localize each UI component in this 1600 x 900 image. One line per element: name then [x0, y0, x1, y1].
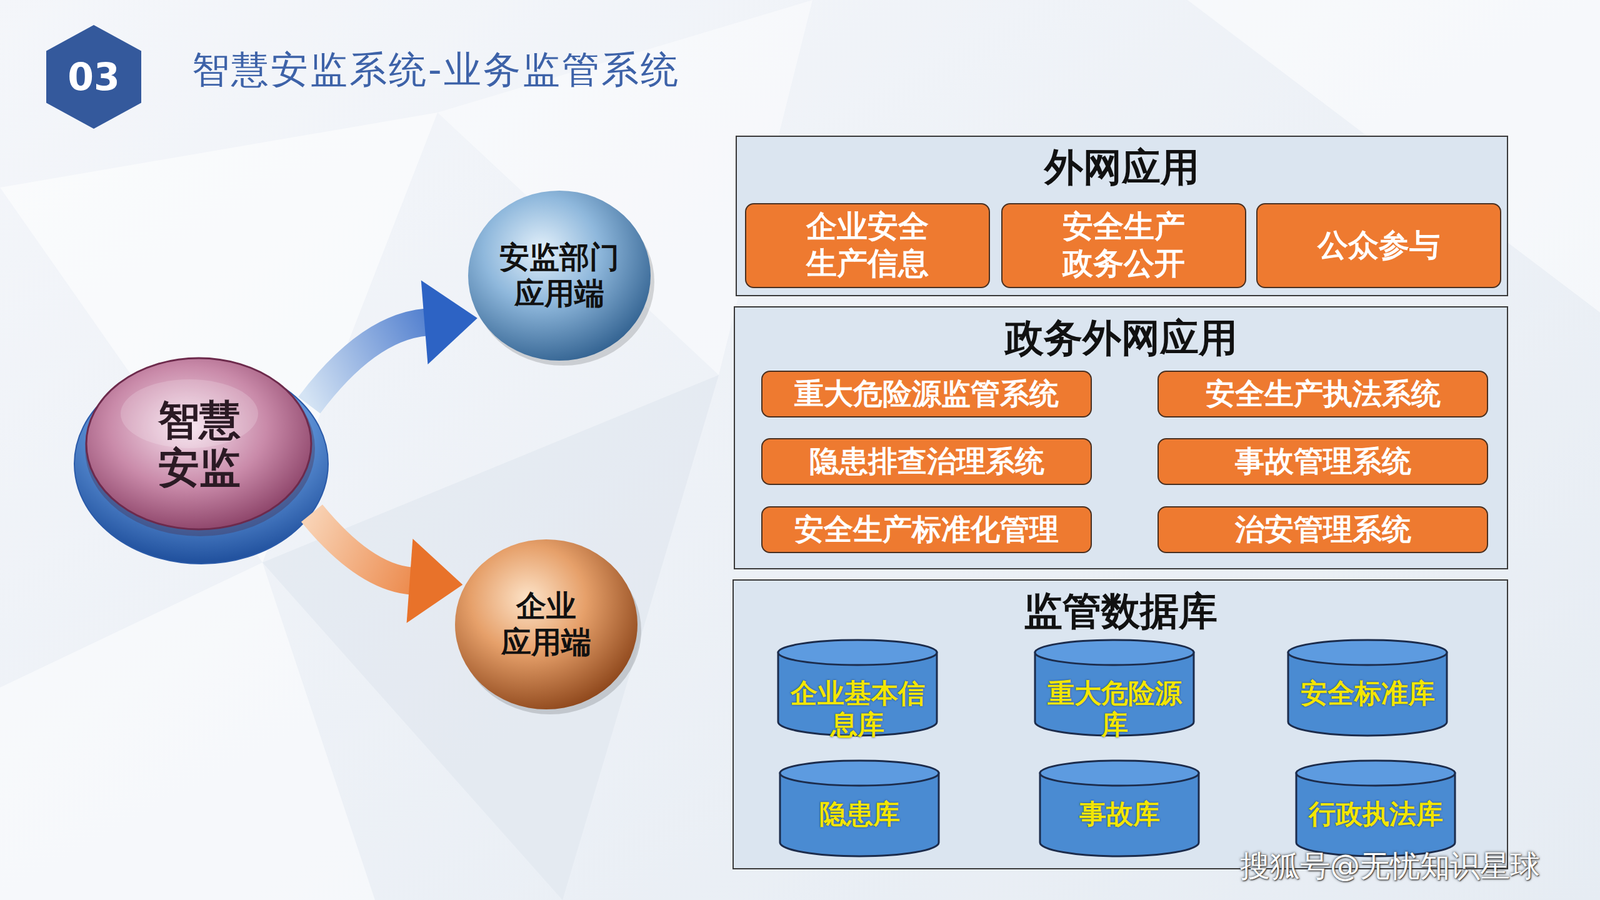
panel-heading: 政务外网应用 [735, 315, 1507, 362]
system-box: 事故管理系统 [1157, 438, 1489, 485]
box-label: 隐患排查治理系统 [770, 443, 1083, 479]
section-number: 03 [67, 58, 120, 96]
background-facet [0, 112, 438, 563]
client-label: 安监部门 应用端 [487, 239, 632, 312]
arrow-head [406, 538, 464, 624]
system-box: 安全生产执法系统 [1157, 370, 1489, 418]
cylinder-top [1288, 640, 1447, 665]
database-cylinder: 安全标准库 [1286, 638, 1449, 736]
background-facet [0, 562, 375, 900]
layer-panel: 外网应用企业安全 生产信息安全生产 政务公开公众参与 [735, 135, 1509, 297]
badge-holder: 03 [46, 25, 142, 129]
box-label: 重大危险源监管系统 [770, 376, 1083, 412]
app-box: 公众参与 [1256, 203, 1502, 289]
app-box: 安全生产 政务公开 [1001, 203, 1247, 289]
box-label: 治安管理系统 [1166, 511, 1479, 547]
section-badge: 03 [46, 25, 142, 129]
box-label: 安全生产标准化管理 [770, 511, 1083, 547]
layer-panel: 政务外网应用重大危险源监管系统 安全生产执法系统隐患排查治理系统 事故管理系统安全生… [733, 306, 1509, 570]
database-cylinder: 事故库 [1038, 759, 1200, 857]
box-label: 安全生产 政务公开 [1010, 208, 1237, 283]
database-cylinder: 隐患库 [778, 759, 940, 857]
cylinder-top [780, 760, 939, 786]
slide-title: 智慧安监系统-业务监管系统 [191, 46, 680, 93]
disk-text-holder: 智慧 安监 [86, 357, 312, 531]
system-box: 重大危险源监管系统 [761, 370, 1092, 418]
system-box: 隐患排查治理系统 [761, 438, 1092, 485]
watermark: 搜狐号@无忧知识星球 [1240, 847, 1540, 884]
database-label: 安全标准库 [1291, 677, 1444, 709]
curved-arrow [311, 513, 463, 624]
database-label: 事故库 [1043, 798, 1195, 830]
sphere-text-holder: 安监部门 应用端 [465, 188, 654, 364]
cylinder-top [1040, 760, 1199, 786]
system-box: 安全生产标准化管理 [761, 506, 1092, 554]
database-cylinder: 企业基本信 息库 [776, 638, 939, 736]
database-label: 企业基本信 息库 [781, 677, 934, 740]
box-label: 公众参与 [1265, 227, 1492, 265]
hexagon-fill [46, 25, 142, 129]
database-cylinder: 重大危险源 库 [1033, 638, 1195, 736]
sphere-text-holder: 企业 应用端 [452, 536, 640, 712]
app-box: 企业安全 生产信息 [745, 203, 990, 289]
cylinder-top [1035, 640, 1194, 665]
box-label: 安全生产执法系统 [1166, 376, 1479, 412]
cylinder-top [1296, 760, 1455, 786]
cylinder-top [778, 640, 937, 665]
core-disk: 智慧 安监 [73, 357, 330, 565]
system-box: 治安管理系统 [1157, 506, 1489, 554]
curved-arrow [309, 280, 478, 405]
database-label: 重大危险源 库 [1038, 677, 1190, 740]
arrow-head [421, 280, 478, 365]
panel-heading: 监管数据库 [733, 588, 1507, 635]
box-label: 企业安全 生产信息 [754, 208, 981, 283]
core-label: 智慧 安监 [146, 396, 253, 492]
arrow-shaft [309, 321, 427, 405]
disk-top [86, 358, 312, 530]
client-sphere: 企业 应用端 [452, 536, 640, 712]
database-label: 行政执法库 [1300, 798, 1452, 830]
arrow-shaft [311, 513, 413, 582]
database-cylinder: 行政执法库 [1295, 759, 1457, 857]
sphere-body [455, 539, 638, 710]
database-label: 隐患库 [783, 798, 935, 830]
client-label: 企业 应用端 [474, 588, 619, 660]
panel-heading: 外网应用 [736, 144, 1507, 191]
client-sphere: 安监部门 应用端 [465, 188, 654, 364]
layer-panel: 监管数据库企业基本信 息库重大危险源 库安全标准库隐患库事故库行政执法库 [732, 579, 1509, 870]
sphere-body [468, 190, 651, 361]
box-label: 事故管理系统 [1166, 443, 1479, 479]
